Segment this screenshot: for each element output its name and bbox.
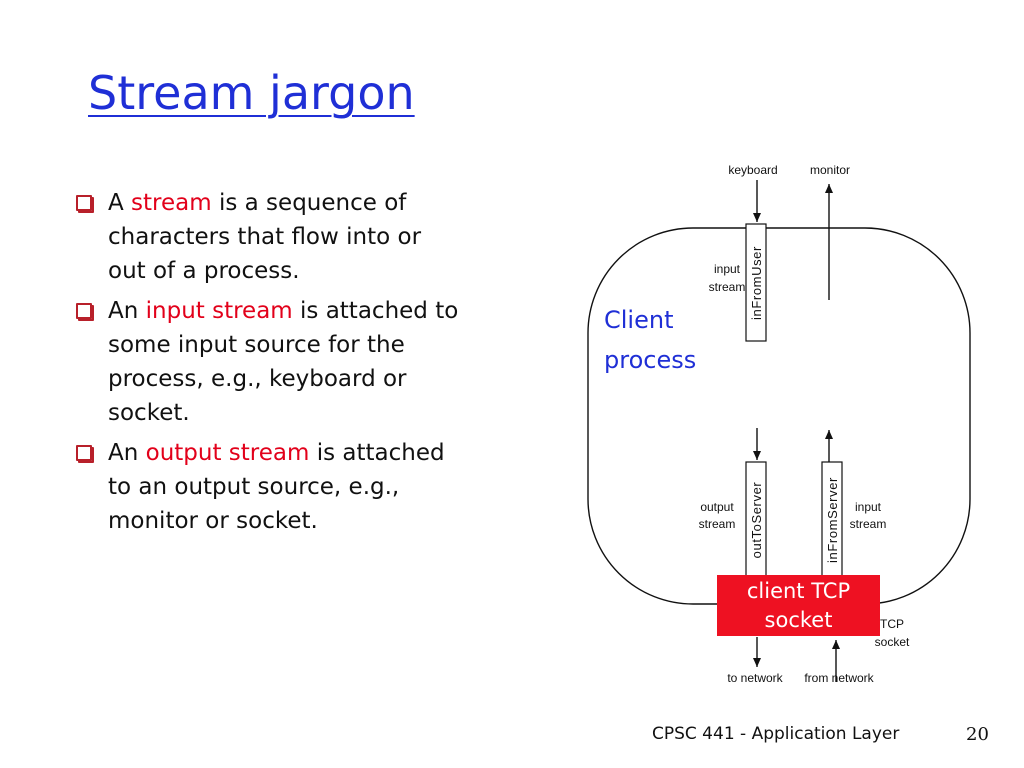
term-highlight: output stream bbox=[145, 440, 310, 466]
keyboard-label: keyboard bbox=[728, 163, 777, 177]
client-process-label: Client process bbox=[604, 306, 697, 374]
input-stream-label-1: input bbox=[714, 262, 741, 276]
bullet-list: A stream is a sequence of characters tha… bbox=[72, 186, 462, 544]
page-number: 20 bbox=[966, 724, 989, 745]
term-highlight: input stream bbox=[145, 298, 293, 324]
from-network-label: from network bbox=[804, 671, 874, 685]
outtoserver-label: outToServer bbox=[749, 482, 764, 559]
output-stream-label-1: output bbox=[700, 500, 734, 514]
output-stream-label-2: stream bbox=[699, 517, 736, 531]
checkbox-bullet-icon bbox=[76, 303, 92, 319]
infromuser-label: inFromUser bbox=[749, 246, 764, 320]
to-network-label: to network bbox=[727, 671, 783, 685]
footer-text: CPSC 441 - Application Layer bbox=[652, 724, 900, 744]
slide-title: Stream jargon bbox=[88, 66, 415, 120]
checkbox-bullet-icon bbox=[76, 445, 92, 461]
tcp-label-1: TCP bbox=[880, 617, 904, 631]
bullet-item: An input stream is attached to some inpu… bbox=[72, 294, 462, 430]
infromserver-label: inFromServer bbox=[825, 477, 840, 563]
term-highlight: stream bbox=[131, 190, 212, 216]
monitor-label: monitor bbox=[810, 163, 850, 177]
tcp-label-2: socket bbox=[875, 635, 910, 649]
client-process-outline bbox=[587, 227, 971, 605]
checkbox-bullet-icon bbox=[76, 195, 92, 211]
bullet-item: An output stream is attached to an outpu… bbox=[72, 436, 462, 538]
client-tcp-socket-box: client TCP socket bbox=[717, 575, 880, 636]
input-stream-bottom-label-2: stream bbox=[850, 517, 887, 531]
input-stream-bottom-label-1: input bbox=[855, 500, 882, 514]
input-stream-label-2: stream bbox=[709, 280, 746, 294]
bullet-item: A stream is a sequence of characters tha… bbox=[72, 186, 462, 288]
infromuser-box bbox=[745, 223, 767, 342]
